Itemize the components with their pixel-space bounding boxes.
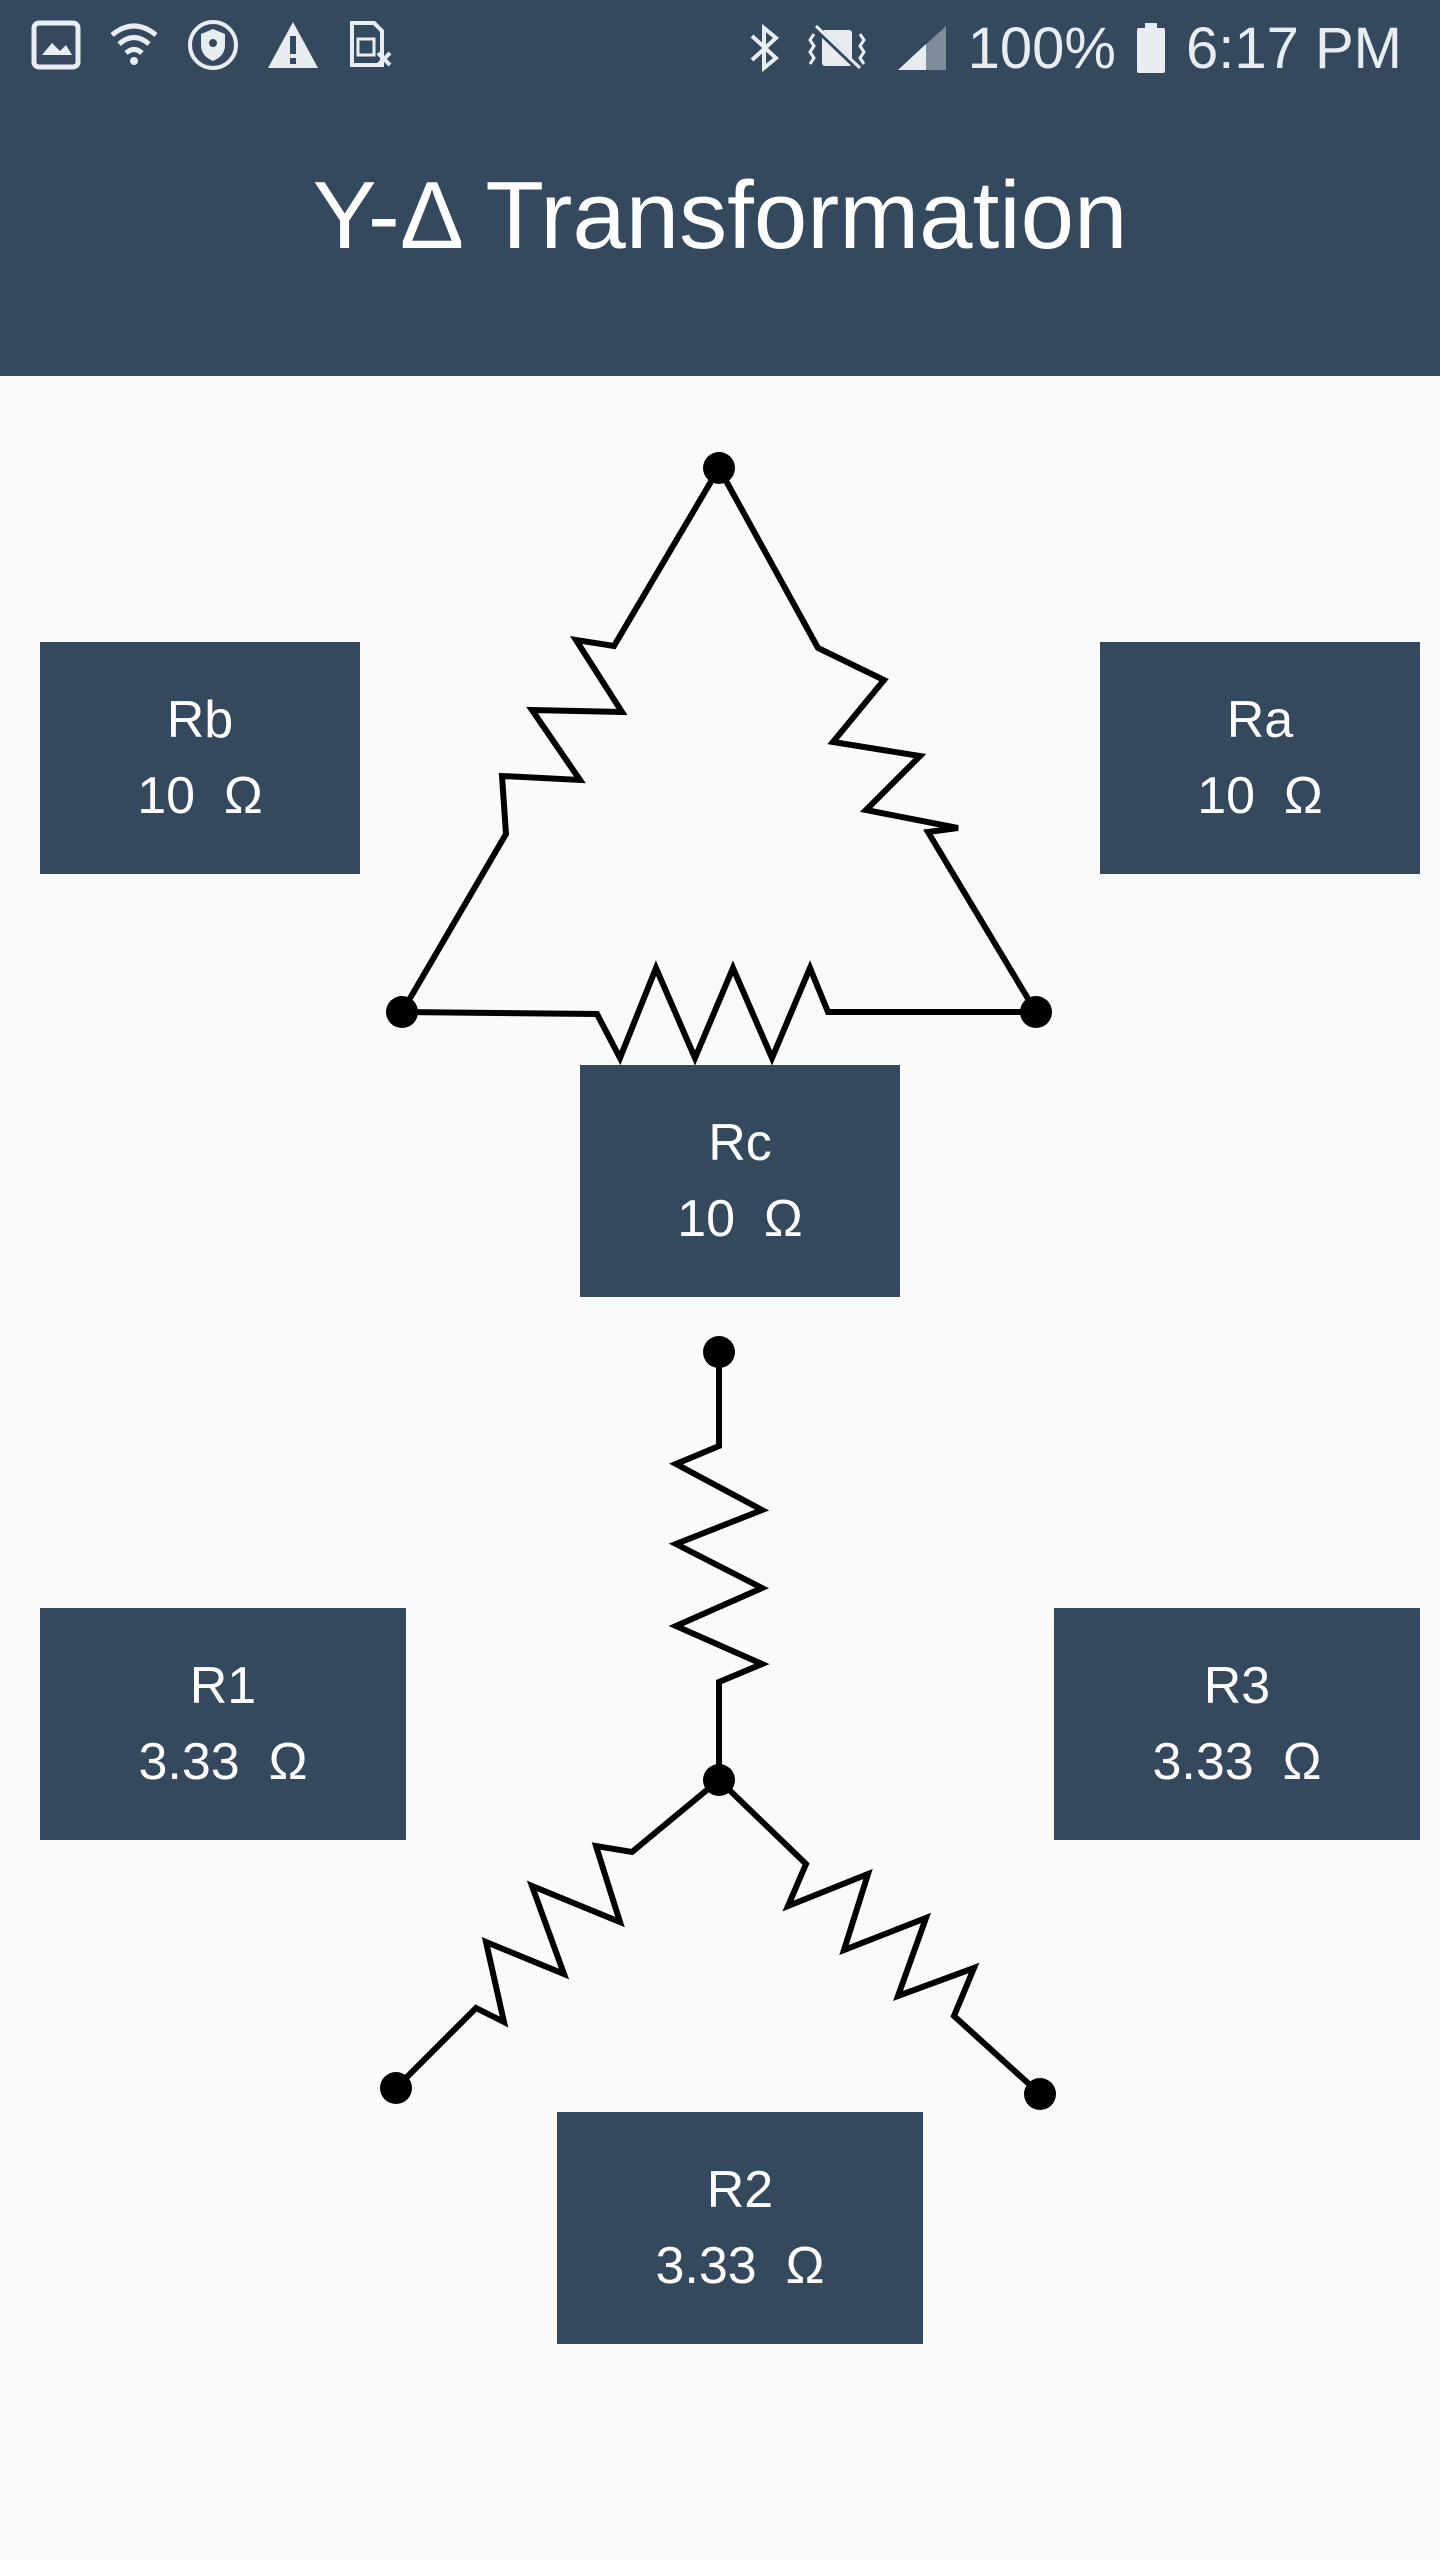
shield-icon [188,20,238,70]
status-icons-left [30,18,394,72]
status-icons-right: 100% 6:17 PM [748,10,1402,86]
signal-icon [897,26,946,70]
r1-value: 3.33 Ω [138,1733,308,1791]
rb-value-box[interactable]: Rb 10 Ω [40,642,360,874]
delta-node-top [703,452,735,484]
rc-value: 10 Ω [677,1190,803,1248]
ra-value: 10 Ω [1197,767,1323,825]
r3-label: R3 [1203,1657,1271,1715]
sim-icon [350,21,392,67]
app-bar: Y-Δ Transformation [0,96,1440,376]
delta-node-right [1020,996,1052,1028]
wye-node-top [703,1336,735,1368]
delta-resistor-rc [401,960,1036,1066]
delta-resistor-ra [716,466,1039,1014]
gallery-icon [31,20,81,70]
rc-value-box[interactable]: Rc 10 Ω [580,1065,900,1297]
r1-value-box[interactable]: R1 3.33 Ω [40,1608,406,1840]
ra-label: Ra [1226,691,1294,749]
battery-icon [1137,23,1165,73]
wye-node-left [380,2072,412,2104]
ra-value-box[interactable]: Ra 10 Ω [1100,642,1420,874]
delta-resistor-rb [399,466,722,1014]
clock: 6:17 PM [1186,15,1402,81]
wye-resistor-right [716,1777,1043,2097]
r3-value-box[interactable]: R3 3.33 Ω [1054,1608,1420,1840]
rb-value: 10 Ω [137,767,263,825]
wye-resistor-left [393,1777,721,2091]
battery-percentage: 100% [967,15,1116,81]
r2-value: 3.33 Ω [655,2237,825,2295]
delta-node-left [386,996,418,1028]
vibrate-icon [807,24,866,73]
r2-label: R2 [706,2161,774,2219]
bluetooth-icon [750,23,779,73]
rb-label: Rb [166,691,234,749]
wye-node-right [1024,2078,1056,2110]
warning-icon [268,22,318,68]
status-bar: 100% 6:17 PM [0,0,1440,96]
rc-label: Rc [708,1114,772,1172]
wye-node-center [703,1764,735,1796]
page-title: Y-Δ Transformation [312,162,1128,269]
r3-value: 3.33 Ω [1152,1733,1322,1791]
r2-value-box[interactable]: R2 3.33 Ω [557,2112,923,2344]
wye-resistor-top [668,1352,770,1780]
r1-label: R1 [189,1657,257,1715]
wifi-icon [110,23,158,65]
